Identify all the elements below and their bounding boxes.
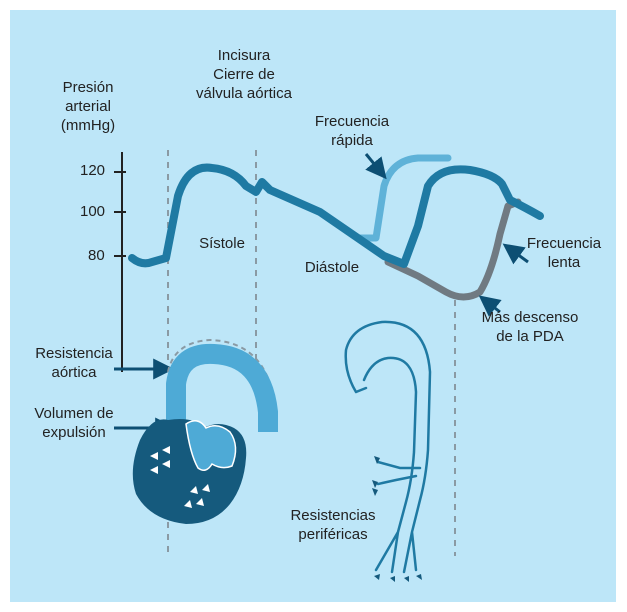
slow-frequency-label-line-1: Frecuencia: [520, 234, 608, 253]
pda-descent-label: Más descenso de la PDA: [470, 308, 590, 346]
pda-descent-label-line-1: Más descenso: [470, 308, 590, 327]
rapid-frequency-label-line-1: Frecuencia: [302, 112, 402, 131]
incisura-label: Incisura Cierre de válvula aórtica: [184, 46, 304, 103]
arrow-rapid-frequency: [366, 154, 384, 176]
stroke-volume-label-line-2: expulsión: [28, 423, 120, 442]
aortic-resistance-label-line-2: aórtica: [28, 363, 120, 382]
incisura-label-line-3: válvula aórtica: [184, 84, 304, 103]
rapid-frequency-label-line-2: rápida: [302, 131, 402, 150]
peripheral-resistance-label-line-2: periféricas: [278, 525, 388, 544]
stroke-volume-label: Volumen de expulsión: [28, 404, 120, 442]
diastole-label: Diástole: [292, 258, 372, 277]
stroke-volume-label-line-1: Volumen de: [28, 404, 120, 423]
systole-label: Sístole: [182, 234, 262, 253]
tick-label-80: 80: [88, 247, 105, 264]
incisura-label-line-1: Incisura: [184, 46, 304, 65]
rapid-frequency-wave: [358, 158, 448, 238]
aortic-resistance-label: Resistencia aórtica: [28, 344, 120, 382]
aortic-resistance-label-line-1: Resistencia: [28, 344, 120, 363]
peripheral-resistance-label: Resistencias periféricas: [278, 506, 388, 544]
pressure-axis-label-line-1: Presión: [58, 78, 118, 97]
rapid-frequency-label: Frecuencia rápida: [302, 112, 402, 150]
peripheral-resistance-label-line-1: Resistencias: [278, 506, 388, 525]
tick-label-100: 100: [80, 203, 105, 220]
incisura-label-line-2: Cierre de: [184, 65, 304, 84]
slow-frequency-label: Frecuencia lenta: [520, 234, 608, 272]
pressure-axis-label-line-2: arterial: [58, 97, 118, 116]
pda-descent-label-line-2: de la PDA: [470, 327, 590, 346]
slow-frequency-label-line-2: lenta: [520, 253, 608, 272]
pressure-axis-label: Presión arterial (mmHg): [58, 78, 118, 135]
tick-label-120: 120: [80, 162, 105, 179]
pressure-axis-label-line-3: (mmHg): [58, 116, 118, 135]
